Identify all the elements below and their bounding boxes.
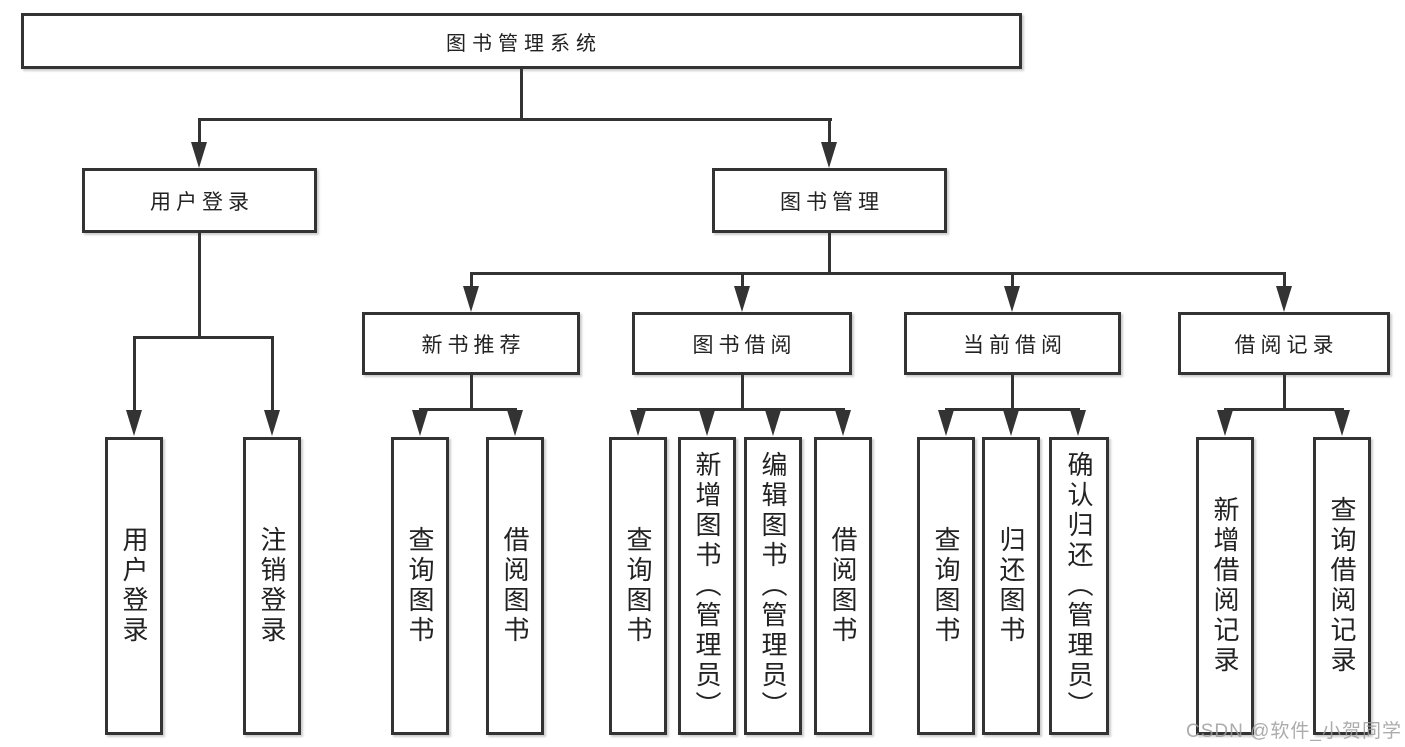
arrow-down-icon — [412, 410, 428, 436]
connector-book-borrowing-bar — [637, 408, 845, 411]
node-edit-books-admin: 编辑图书（管理员） — [744, 437, 802, 735]
node-add-books-admin: 新增图书（管理员） — [678, 437, 736, 735]
node-book-borrowing: 图书借阅 — [632, 312, 852, 375]
node-current-borrowing: 当前借阅 — [904, 312, 1121, 375]
arrow-down-icon — [1217, 410, 1233, 436]
connector-drop-borrowing-records — [1283, 274, 1286, 288]
connector-drop-login-leaf — [133, 338, 136, 412]
connector-drop-new-book — [470, 274, 473, 288]
connector-drop-logout-leaf — [271, 338, 274, 412]
connector-user-login-stem — [198, 233, 201, 338]
watermark: CSDN @软件_小贺同学 — [1186, 721, 1402, 742]
arrow-down-icon — [1004, 286, 1020, 312]
arrow-down-icon — [938, 410, 954, 436]
connector-current-borrowing-stem — [1011, 375, 1014, 410]
arrow-down-icon — [264, 410, 280, 436]
connector-drop-book-borrowing — [741, 274, 744, 288]
node-library-system: 图书管理系统 — [21, 13, 1022, 69]
arrow-down-icon — [1334, 410, 1350, 436]
node-return-books: 归还图书 — [982, 437, 1040, 735]
arrow-down-icon — [507, 410, 523, 436]
connector-borrowing-records-stem — [1283, 375, 1286, 410]
node-query-books-current: 查询图书 — [917, 437, 975, 735]
connector-new-book-stem — [470, 375, 473, 410]
node-query-books-borrowing: 查询图书 — [609, 437, 667, 735]
connector-current-borrowing-bar — [945, 408, 1080, 411]
connector-user-login-bar — [133, 336, 274, 339]
arrow-down-icon — [765, 410, 781, 436]
arrow-down-icon — [126, 410, 142, 436]
node-query-borrow-record: 查询借阅记录 — [1313, 437, 1371, 735]
connector-new-book-bar — [419, 408, 517, 411]
connector-root-stem — [520, 69, 523, 119]
arrow-down-icon — [191, 142, 207, 168]
node-confirm-return-admin: 确认归还（管理员） — [1049, 437, 1109, 735]
node-borrow-books-recommend: 借阅图书 — [486, 437, 544, 735]
node-new-book-recommendation: 新书推荐 — [362, 312, 580, 375]
connector-level3-bar — [470, 272, 1286, 275]
arrow-down-icon — [734, 286, 750, 312]
connector-book-management-stem — [828, 233, 831, 274]
node-user-login: 用户登录 — [82, 168, 317, 233]
connector-level2-bar — [198, 118, 832, 121]
node-borrowing-records: 借阅记录 — [1178, 312, 1390, 375]
connector-drop-user-login — [198, 120, 201, 144]
node-book-management: 图书管理 — [712, 168, 947, 233]
node-add-borrow-record: 新增借阅记录 — [1196, 437, 1254, 735]
connector-book-borrowing-stem — [741, 375, 744, 410]
node-user-login-leaf: 用户登录 — [105, 437, 163, 735]
arrow-down-icon — [630, 410, 646, 436]
arrow-down-icon — [463, 286, 479, 312]
arrow-down-icon — [1003, 410, 1019, 436]
arrow-down-icon — [1070, 410, 1086, 436]
connector-borrowing-records-bar — [1224, 408, 1344, 411]
arrow-down-icon — [821, 142, 837, 168]
connector-drop-current-borrowing — [1011, 274, 1014, 288]
arrow-down-icon — [835, 410, 851, 436]
node-query-books-recommend: 查询图书 — [391, 437, 449, 735]
arrow-down-icon — [1276, 286, 1292, 312]
connector-drop-book-management — [828, 120, 831, 144]
node-borrow-books-borrowing: 借阅图书 — [814, 437, 872, 735]
arrow-down-icon — [699, 410, 715, 436]
node-logout-leaf: 注销登录 — [243, 437, 301, 735]
